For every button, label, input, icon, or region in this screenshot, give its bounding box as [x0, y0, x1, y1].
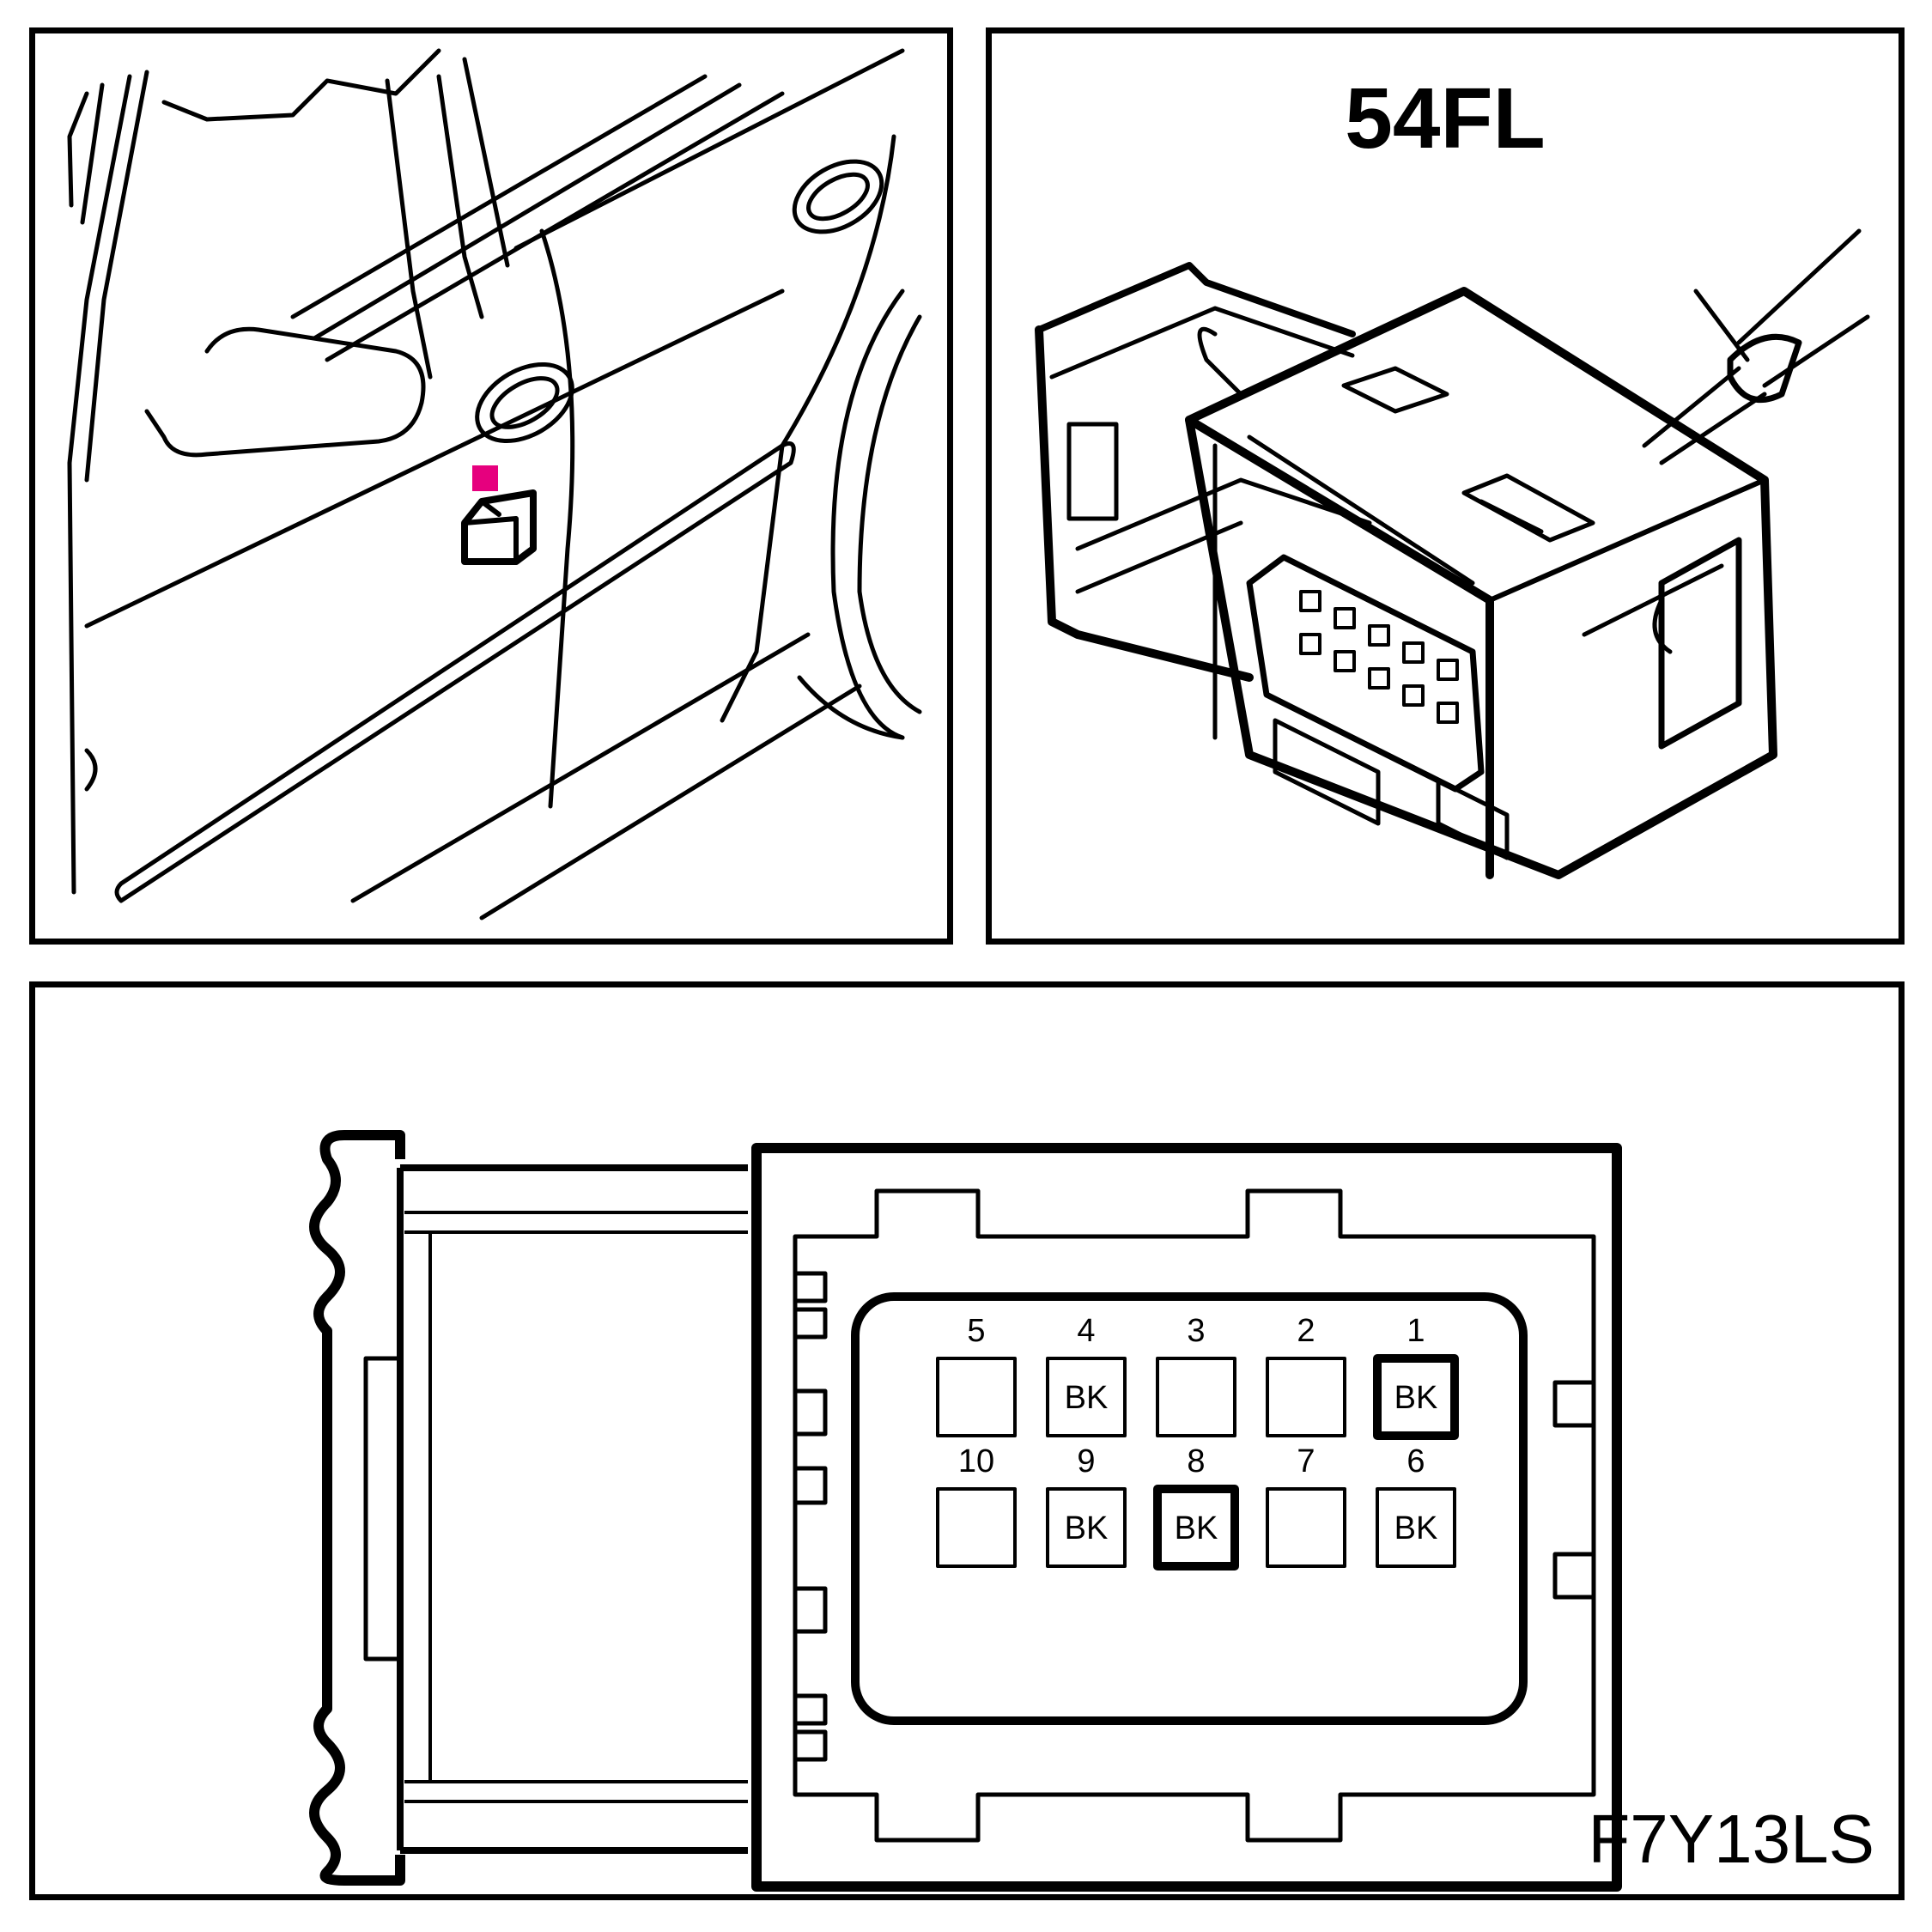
connector-location-marker — [472, 465, 498, 491]
location-marker — [472, 465, 498, 491]
pin-box — [1266, 1357, 1346, 1437]
connector-id-label: 54FL — [1345, 70, 1546, 167]
pin-number: 7 — [1297, 1443, 1315, 1479]
pin-box — [1266, 1487, 1346, 1568]
pin-number: 2 — [1297, 1313, 1315, 1349]
pin-number: 4 — [1077, 1313, 1095, 1349]
pin-number: 9 — [1077, 1443, 1095, 1479]
connector-view-panel: 54FL — [986, 27, 1905, 945]
pin-8: 8BK — [1153, 1443, 1239, 1571]
pin-wire-color: BK — [1065, 1380, 1109, 1416]
pin-1: 1BK — [1373, 1313, 1459, 1440]
pin-number: 1 — [1406, 1313, 1425, 1349]
pin-wire-color: BK — [1394, 1510, 1438, 1546]
pin-number: 3 — [1187, 1313, 1205, 1349]
pin-10: 10 — [936, 1443, 1017, 1568]
pin-4: 4BK — [1046, 1313, 1127, 1437]
pin-wire-color: BK — [1394, 1380, 1438, 1416]
pin-box — [1373, 1354, 1459, 1440]
pin-9: 9BK — [1046, 1443, 1127, 1568]
pin-cavity-outline — [851, 1292, 1528, 1725]
front-housing-outline — [751, 1143, 1622, 1892]
pin-box — [1153, 1485, 1239, 1571]
pin-5: 5 — [936, 1313, 1017, 1437]
pin-box — [1156, 1357, 1236, 1437]
pin-6: 6BK — [1376, 1443, 1456, 1568]
pin-box — [1376, 1487, 1456, 1568]
pin-3: 3 — [1156, 1313, 1236, 1437]
rear-body-outline — [309, 1130, 405, 1886]
connector-3d-illustration — [1035, 228, 1870, 879]
pin-box — [1046, 1487, 1127, 1568]
pin-number: 10 — [958, 1443, 994, 1479]
pin-box — [936, 1487, 1017, 1568]
pin-2: 2 — [1266, 1313, 1346, 1437]
pin-number: 5 — [967, 1313, 985, 1349]
pin-box — [936, 1357, 1017, 1437]
pin-number: 8 — [1187, 1443, 1205, 1479]
pin-number: 6 — [1406, 1443, 1425, 1479]
pin-wire-color: BK — [1175, 1510, 1218, 1546]
location-panel — [29, 27, 953, 945]
pin-wire-color: BK — [1065, 1510, 1109, 1546]
figure-code-label: F7Y13LS — [1588, 1801, 1874, 1877]
pin-box — [1046, 1357, 1127, 1437]
door-location-illustration — [67, 48, 922, 920]
pin-7: 7 — [1266, 1443, 1346, 1568]
